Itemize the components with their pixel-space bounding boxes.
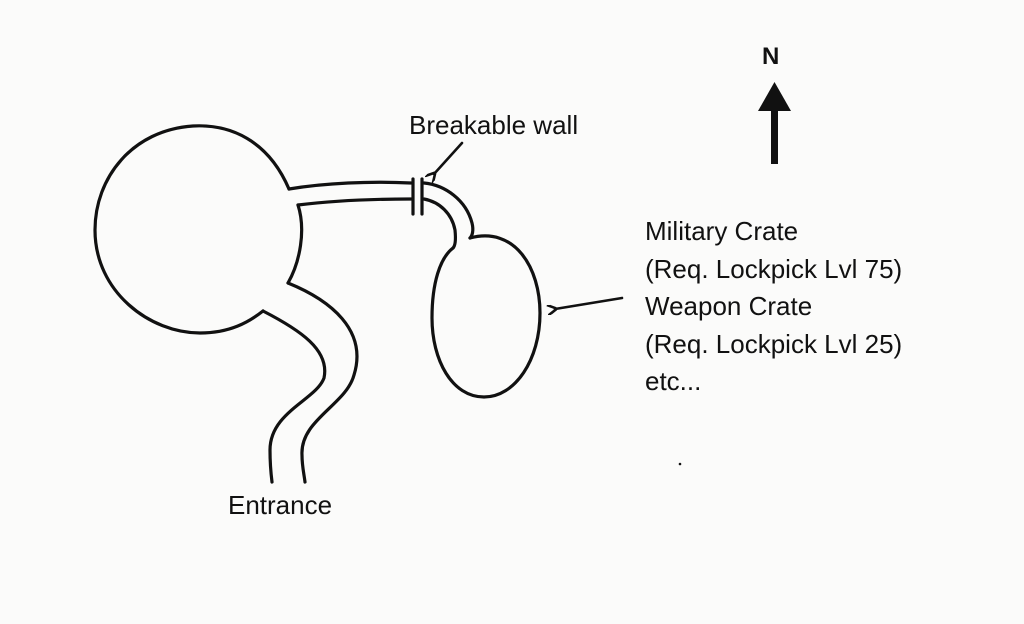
breakable-wall-arrow bbox=[434, 141, 464, 174]
north-arrow-icon bbox=[758, 82, 791, 164]
crate-note-line: (Req. Lockpick Lvl 25) bbox=[645, 328, 903, 359]
east-passage-bottom bbox=[296, 197, 413, 207]
crate-note-line: Weapon Crate bbox=[645, 291, 813, 321]
entrance-tunnel-right bbox=[286, 281, 359, 484]
entrance-tunnel-left bbox=[261, 309, 327, 484]
entrance-label: Entrance bbox=[228, 490, 333, 520]
side-passage-bottom bbox=[422, 197, 457, 250]
crate-notes: Military Crate (Req. Lockpick Lvl 75) We… bbox=[645, 213, 902, 401]
main-cavern-outline bbox=[93, 124, 291, 335]
crate-note-line: (Req. Lockpick Lvl 75) bbox=[645, 253, 903, 284]
crate-chamber-outline bbox=[430, 234, 542, 399]
main-cavern-outline-lower bbox=[286, 203, 304, 285]
stray-dot bbox=[678, 462, 682, 466]
compass-north-label: N bbox=[762, 43, 780, 70]
side-passage-top bbox=[422, 181, 475, 240]
crate-note-line: Military Crate bbox=[645, 216, 799, 246]
breakable-wall-label: Breakable wall bbox=[409, 110, 579, 140]
crate-chamber-arrow bbox=[555, 296, 624, 309]
east-passage-top bbox=[287, 180, 413, 191]
crate-note-line: etc... bbox=[645, 366, 702, 396]
